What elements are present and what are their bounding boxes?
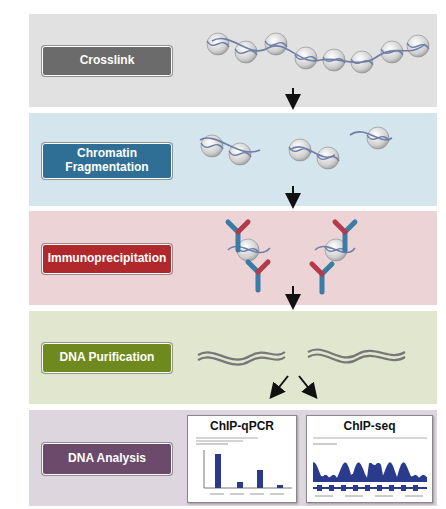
step-text: Immunoprecipitation (48, 252, 167, 266)
antibody (312, 264, 322, 274)
step-label: Chromatin Fragmentation (42, 143, 172, 179)
antibody (248, 262, 258, 290)
antibody (228, 222, 238, 250)
step-text: DNA Purification (60, 351, 155, 365)
band (29, 14, 437, 107)
antibody (345, 222, 355, 250)
band (29, 113, 437, 206)
step-label: Immunoprecipitation (42, 244, 172, 274)
panel-title: ChIP-seq (307, 419, 432, 433)
dna-strand (201, 143, 223, 149)
nucleosome (207, 33, 229, 55)
nucleosome (295, 47, 317, 69)
nucleosome (407, 35, 429, 57)
result-panel: ChIP-qPCR (187, 415, 297, 503)
step-label: DNA Purification (42, 343, 172, 373)
antibody (238, 222, 248, 232)
step-text: Crosslink (80, 54, 135, 68)
dna-strand (207, 41, 229, 47)
panel-title: ChIP-qPCR (188, 419, 296, 433)
nucleosome (265, 33, 287, 55)
antibody (258, 262, 268, 272)
band (29, 311, 437, 404)
antibody (322, 264, 332, 292)
result-panel: ChIP-seq (306, 415, 433, 503)
step-label: DNA Analysis (42, 443, 172, 475)
step-label: Crosslink (42, 46, 172, 76)
band (29, 211, 437, 305)
step-text: Chromatin Fragmentation (49, 147, 165, 175)
step-text: DNA Analysis (68, 452, 146, 466)
band (29, 410, 437, 506)
antibody (335, 222, 345, 232)
